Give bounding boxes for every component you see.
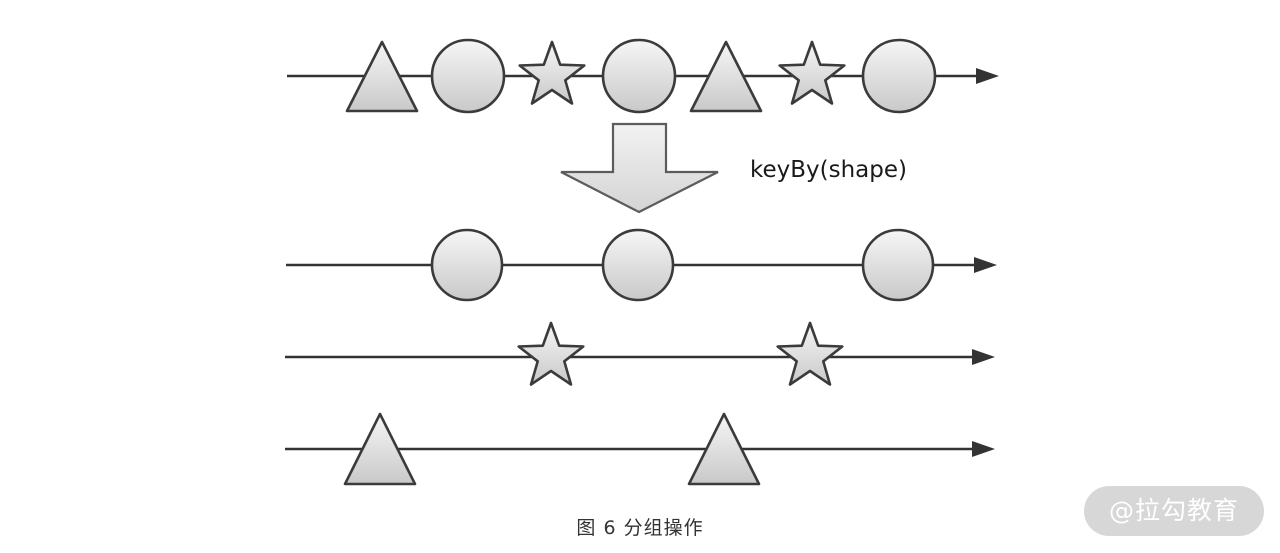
star-arrowhead <box>972 349 995 365</box>
triangle-event <box>687 412 761 486</box>
triangle-arrowhead <box>972 441 995 457</box>
triangle-stream <box>285 412 995 486</box>
transform-arrow <box>560 122 719 214</box>
input-stream <box>287 38 999 114</box>
circle-event <box>430 38 506 114</box>
circle-arrowhead <box>974 257 997 273</box>
star-stream <box>285 321 995 386</box>
circle-event <box>601 228 675 302</box>
triangle-event <box>689 40 763 113</box>
operation-label: keyBy(shape) <box>750 157 907 183</box>
watermark-badge: @拉勾教育 <box>1084 486 1264 536</box>
star-event <box>517 321 585 386</box>
star-event <box>778 40 846 105</box>
figure-caption: 图 6 分组操作 <box>576 517 704 539</box>
circle-event <box>601 38 677 114</box>
circle-event <box>861 38 937 114</box>
circle-event <box>861 228 935 302</box>
input-arrowhead <box>976 68 999 84</box>
star-event <box>518 40 586 105</box>
star-event <box>776 321 844 386</box>
circle-stream <box>286 228 997 302</box>
triangle-event <box>343 412 417 486</box>
circle-event <box>430 228 504 302</box>
triangle-event <box>345 40 419 113</box>
